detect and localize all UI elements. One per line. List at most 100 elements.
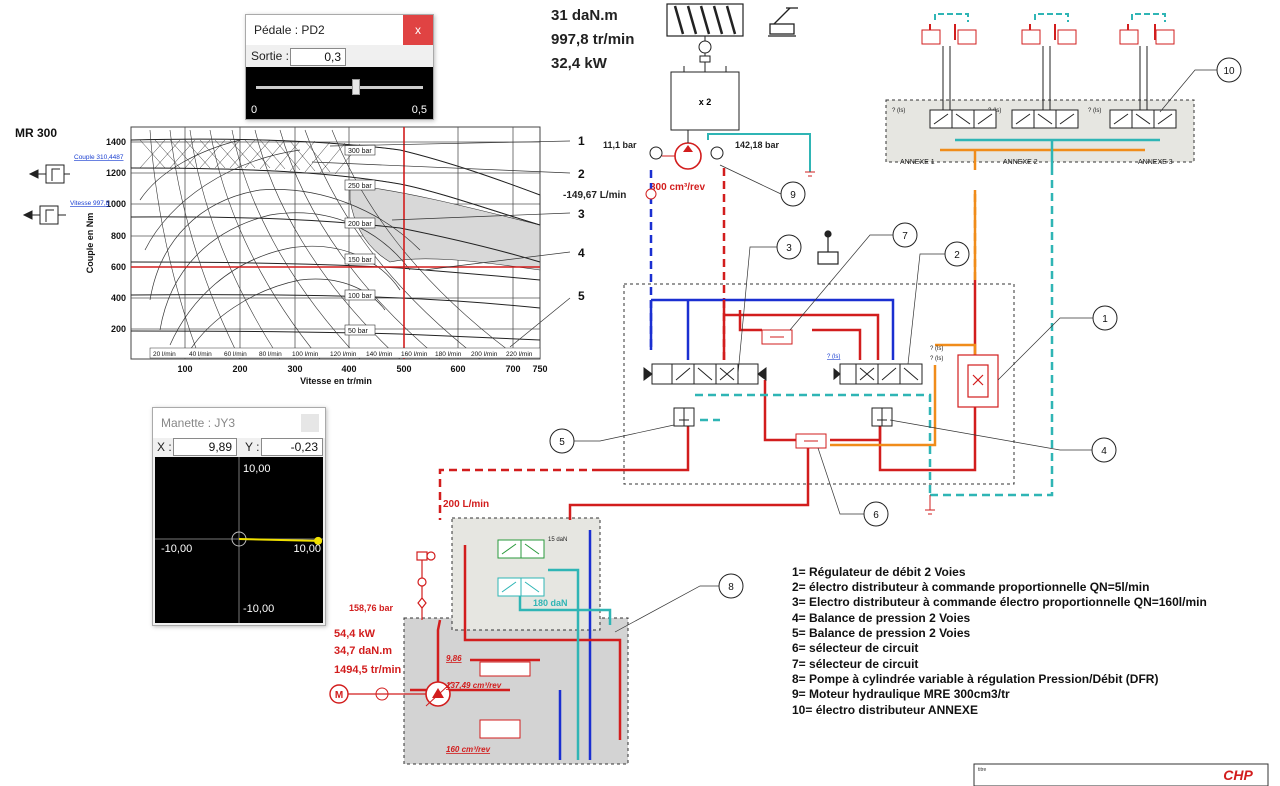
ytick-1200: 1200 (106, 168, 126, 178)
pedal-slider-track[interactable] (256, 86, 423, 89)
svg-text:M: M (335, 690, 343, 701)
wheel-icon (666, 3, 744, 37)
joystick-icon (817, 230, 839, 265)
pedal-window: Pédale : PD2 x Sortie : 0,3 0 0,5 (245, 14, 434, 120)
callout-10: 10 (1223, 66, 1235, 77)
chart-ylabel: Couple en Nm (85, 213, 95, 274)
legend-line-5: 5= Balance de pression 2 Voies (792, 626, 971, 640)
chart-callout-3: 3 (578, 207, 585, 221)
directional-valve-2 (833, 363, 923, 385)
pump-disp-current: 137,49 cm³/rev (446, 681, 502, 690)
pedal-slider-thumb[interactable] (352, 79, 361, 95)
annex-valves (929, 109, 1177, 129)
joystick-window-titlebar[interactable]: Manette : JY3 (153, 408, 325, 438)
legend-line-3: 3= Electro distributeur à commande élect… (792, 595, 1207, 609)
pedal-window-title: Pédale : PD2 (254, 23, 325, 37)
joystick-close-button[interactable] (301, 414, 319, 432)
pump-pressure: 158,76 bar (349, 603, 394, 613)
green-valve-force: 15 daN (548, 537, 567, 543)
callout-4: 4 (1101, 446, 1107, 457)
joystick-vector (238, 538, 319, 542)
chp-logo: CHP (1223, 767, 1253, 783)
callout-5: 5 (559, 437, 565, 448)
flow-regulator (957, 354, 999, 408)
svg-text:? (ls): ? (ls) (1088, 108, 1101, 114)
flow-box-160: 160 l/min (401, 351, 428, 358)
callout-7: 7 (902, 231, 908, 242)
pedal-icon (768, 7, 798, 37)
pedal-slider-min: 0 (251, 104, 258, 116)
pedal-window-titlebar[interactable]: Pédale : PD2 x (246, 15, 433, 45)
joystick-knob[interactable] (314, 536, 323, 545)
gearbox: x 2 (670, 66, 740, 131)
legend-line-4: 4= Balance de pression 2 Voies (792, 611, 971, 625)
close-icon: x (415, 23, 421, 37)
joystick-y-field[interactable]: -0,23 (261, 438, 323, 456)
ytick-800: 800 (111, 231, 126, 241)
motor-flow: -149,67 L/min (563, 190, 626, 201)
xtick-600: 600 (450, 364, 465, 374)
ytick-600: 600 (111, 262, 126, 272)
joystick-window-title: Manette : JY3 (161, 416, 236, 430)
pressure-box-200: 200 bar (348, 221, 372, 228)
link-torque[interactable]: Couple 310,4487 (74, 154, 124, 161)
gear-ratio: x 2 (699, 97, 712, 107)
pump-control-valve-cyan (497, 577, 545, 597)
pressure-box-150: 150 bar (348, 257, 372, 264)
callout-1: 1 (1102, 314, 1108, 325)
chart-xlabel: Vitesse en tr/min (300, 376, 372, 386)
torque-sensor-icon (28, 164, 70, 184)
joystick-pad[interactable]: 10,00 -10,00 -10,00 10,00 (155, 457, 323, 623)
flow-boxes: 20 l/min 40 l/min 60 l/min 80 l/min 100 … (149, 347, 541, 359)
motor-speed: 997,8 tr/min (551, 31, 634, 48)
title-block-label: titre (978, 767, 987, 773)
callout-9: 9 (790, 190, 796, 201)
callout-3: 3 (786, 243, 792, 254)
legend-line-7: 7= sélecteur de circuit (792, 657, 919, 671)
flow-box-180: 180 l/min (435, 351, 462, 358)
pump-power: 54,4 kW (334, 628, 376, 640)
pedal-close-button[interactable]: x (403, 15, 433, 45)
joystick-axis-right: 10,00 (293, 543, 321, 555)
flow-box-220: 220 l/min (506, 351, 533, 358)
svg-text:? (ls): ? (ls) (930, 356, 943, 362)
pump-disp-max: 160 cm³/rev (446, 745, 491, 754)
link-speed[interactable]: Vitesse 997,8 (70, 200, 110, 207)
pressure-box-250: 250 bar (348, 183, 372, 190)
ytick-1400: 1400 (106, 137, 126, 147)
xtick-200: 200 (232, 364, 247, 374)
flow-box-200: 200 l/min (471, 351, 498, 358)
pump-flow: 200 L/min (443, 499, 489, 510)
motor-pressure-right: 142,18 bar (735, 140, 780, 150)
xtick-500: 500 (396, 364, 411, 374)
pressure-box-50: 50 bar (348, 328, 369, 335)
pump-speed: 1494,5 tr/min (334, 664, 402, 676)
ytick-1000: 1000 (106, 199, 126, 209)
svg-text:? (ls): ? (ls) (930, 346, 943, 352)
motor-readout: 31 daN.m 997,8 tr/min 32,4 kW (551, 7, 634, 72)
legend-line-1: 1= Régulateur de débit 2 Voies (792, 565, 966, 579)
pump-control-valve-green (497, 539, 545, 559)
motor-displacement: 300 cm³/rev (650, 182, 705, 193)
flow-box-40: 40 l/min (189, 351, 212, 358)
callout-6: 6 (873, 510, 879, 521)
directional-valve-3 (643, 363, 767, 385)
chart-callout-2: 2 (578, 167, 585, 181)
pedal-slider-panel: 0 0,5 (246, 67, 433, 119)
annex-2-label: ANNEXE 2 (1003, 159, 1038, 166)
motor-torque: 31 daN.m (551, 7, 618, 24)
joystick-x-label: X : (157, 440, 172, 454)
callout-2: 2 (954, 250, 960, 261)
pump-disp-value: 9,86 (446, 654, 462, 663)
joystick-x-field[interactable]: 9,89 (173, 438, 237, 456)
performance-chart: 300 bar 250 bar 200 bar 150 bar 100 bar … (15, 126, 585, 386)
pressure-box-100: 100 bar (348, 293, 372, 300)
pressure-box-300: 300 bar (348, 148, 372, 155)
flow-box-100: 100 l/min (292, 351, 319, 358)
pedal-output-field[interactable]: 0,3 (290, 48, 346, 66)
flow-box-120: 120 l/min (330, 351, 357, 358)
xtick-400: 400 (341, 364, 356, 374)
ytick-200: 200 (111, 324, 126, 334)
pedal-output-label: Sortie : (251, 49, 290, 63)
callouts (549, 57, 1242, 599)
